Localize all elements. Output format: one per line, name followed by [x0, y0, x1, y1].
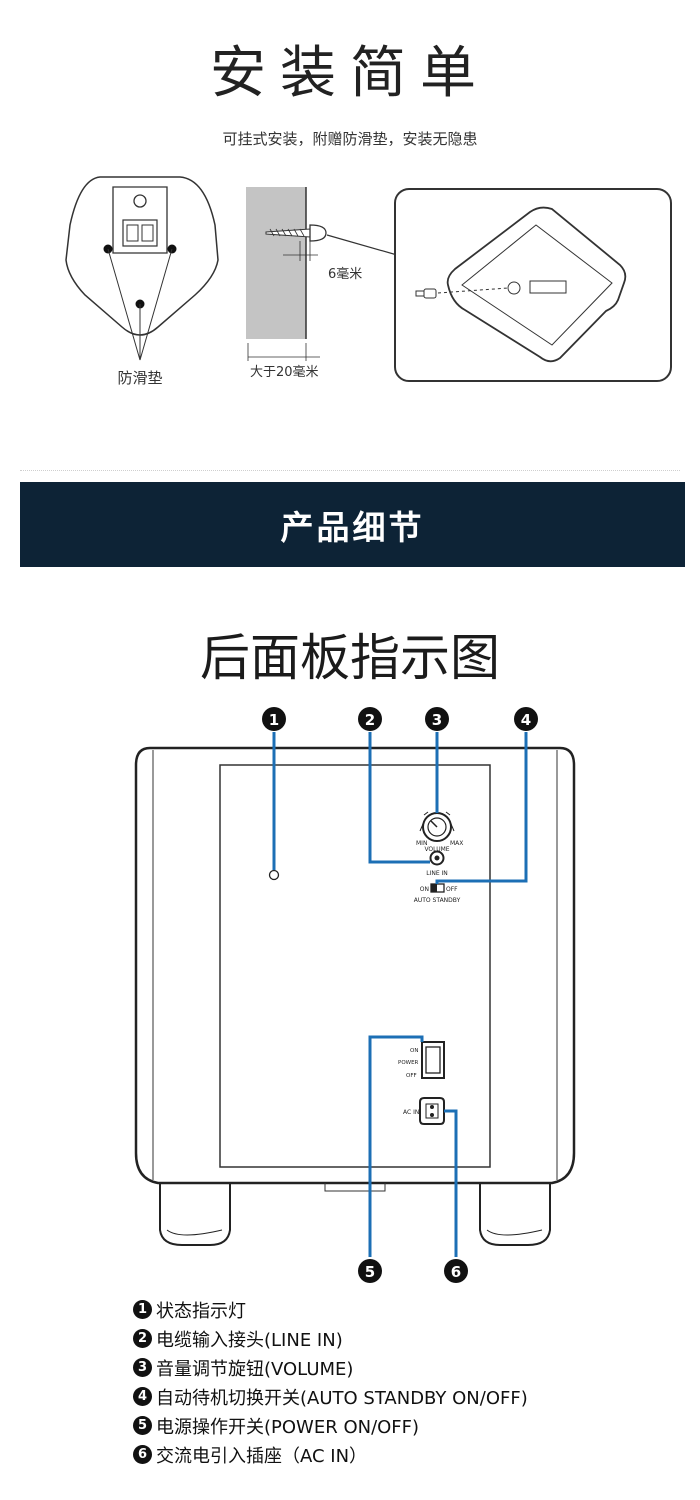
power-on-label: ON	[410, 1048, 418, 1054]
volume-max-label: MAX	[450, 840, 463, 847]
callout-5: 5	[358, 1259, 382, 1283]
legend-number: 1	[133, 1300, 152, 1319]
legend-text: 自动待机切换开关(AUTO STANDBY ON/OFF)	[156, 1387, 528, 1409]
legend-text: 电缆输入接头(LINE IN)	[156, 1329, 343, 1351]
product-details-banner: 产品细节	[20, 482, 685, 567]
pad-label: 防滑垫	[117, 369, 162, 387]
legend-number: 6	[133, 1445, 152, 1464]
callout-6: 6	[444, 1259, 468, 1283]
rear-panel-title: 后面板指示图	[200, 629, 500, 687]
legend-text: 音量调节旋钮(VOLUME)	[156, 1358, 354, 1380]
svg-text:4: 4	[521, 711, 531, 729]
wall-screw-illustration	[246, 187, 327, 361]
callout-leader-lines	[272, 732, 528, 1257]
auto-standby-label: AUTO STANDBY	[414, 897, 461, 904]
svg-text:3: 3	[432, 711, 442, 729]
mounting-zoom-box	[394, 188, 672, 382]
rear-panel-diagram: MIN MAX VOLUME LINE IN ON OFF AUTO STAND…	[134, 707, 576, 1283]
speaker-back-illustration	[65, 176, 219, 361]
volume-label: VOLUME	[424, 846, 449, 853]
legend-number: 2	[133, 1329, 152, 1348]
wall-depth-label: 大于20毫米	[250, 364, 319, 380]
legend-number: 3	[133, 1358, 152, 1377]
speaker-cabinet	[134, 746, 576, 1192]
legend-text: 电源操作开关(POWER ON/OFF)	[156, 1416, 420, 1438]
product-details-title: 产品细节	[280, 507, 425, 547]
svg-text:2: 2	[365, 711, 375, 729]
line-in-label: LINE IN	[426, 870, 448, 877]
install-title: 安装简单	[210, 41, 490, 106]
callout-4: 4	[514, 707, 538, 731]
ac-in-label: AC IN	[403, 1109, 419, 1116]
power-label: POWER	[398, 1060, 419, 1066]
ac-in-socket[interactable]	[419, 1097, 445, 1125]
legend-text: 交流电引入插座（AC IN）	[156, 1445, 368, 1467]
speaker-feet	[159, 1174, 551, 1246]
legend-number: 5	[133, 1416, 152, 1435]
volume-knob[interactable]	[419, 811, 455, 842]
install-diagram: 防滑垫 6毫米 大于20毫米	[65, 176, 672, 387]
callout-3: 3	[425, 707, 449, 731]
auto-standby-on-label: ON	[420, 886, 429, 893]
install-subtitle: 可挂式安装，附赠防滑垫，安装无隐患	[222, 130, 478, 148]
screw-depth-label: 6毫米	[328, 266, 362, 282]
callout-2: 2	[358, 707, 382, 731]
svg-text:6: 6	[451, 1263, 461, 1281]
power-off-label: OFF	[406, 1073, 417, 1079]
callout-1: 1	[262, 707, 286, 731]
legend-number: 4	[133, 1387, 152, 1406]
status-indicator-led	[268, 869, 280, 881]
auto-standby-off-label: OFF	[446, 886, 458, 893]
svg-text:1: 1	[269, 711, 279, 729]
legend-text: 状态指示灯	[156, 1300, 246, 1322]
svg-text:5: 5	[365, 1263, 375, 1281]
section-divider	[20, 470, 680, 471]
volume-min-label: MIN	[416, 840, 427, 847]
